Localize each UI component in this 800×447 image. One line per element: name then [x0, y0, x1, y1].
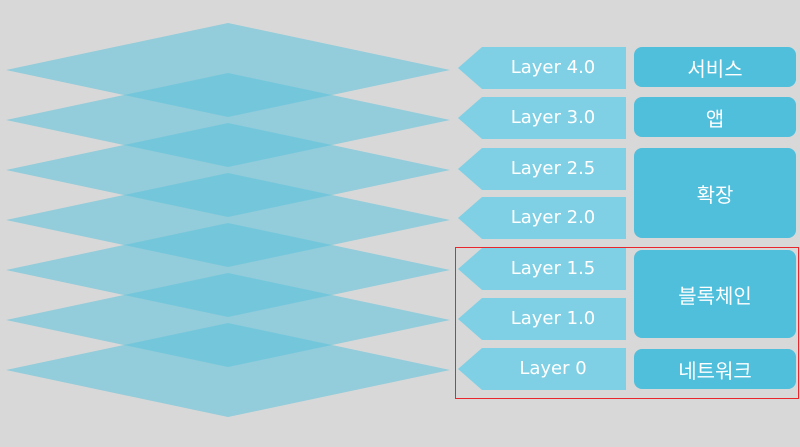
- layer-label: Layer 3.0: [510, 107, 596, 128]
- highlight-frame: [455, 247, 799, 399]
- arrow-shape: [458, 97, 626, 139]
- layer-label: Layer 2.5: [510, 158, 596, 179]
- group-label: 확장: [696, 182, 734, 207]
- layer-plane: [6, 123, 450, 217]
- group-box-service: 서비스: [634, 47, 796, 87]
- layer-tag-2-0: Layer 2.0: [458, 197, 626, 239]
- arrow-shape: [458, 298, 626, 340]
- group-label: 앱: [705, 106, 725, 131]
- group-label: 블록체인: [678, 283, 752, 308]
- group-label: 네트워크: [678, 358, 752, 383]
- layer-label: Layer 2.0: [510, 207, 596, 228]
- group-box-network: 네트워크: [634, 349, 796, 389]
- layer-tag-1-5: Layer 1.5: [458, 248, 626, 290]
- layer-tag-3-0: Layer 3.0: [458, 97, 626, 139]
- arrow-shape: [458, 197, 626, 239]
- layer-plane: [6, 173, 450, 267]
- group-label: 서비스: [687, 56, 743, 81]
- arrow-shape: [458, 348, 626, 390]
- layer-label: Layer 1.0: [510, 308, 596, 329]
- group-box-extension: 확장: [634, 148, 796, 238]
- layer-label: Layer 4.0: [510, 57, 596, 78]
- layer-label: Layer 1.5: [510, 258, 596, 279]
- layer-plane: [6, 323, 450, 417]
- arrow-shape: [458, 47, 626, 89]
- group-box-app: 앱: [634, 97, 796, 137]
- layer-plane: [6, 223, 450, 317]
- layer-label: Layer 0: [519, 358, 587, 379]
- group-box-blockchain: 블록체인: [634, 250, 796, 338]
- layer-tag-1-0: Layer 1.0: [458, 298, 626, 340]
- layer-plane: [6, 273, 450, 367]
- arrow-shape: [458, 148, 626, 190]
- stacked-planes-illustration: [6, 23, 450, 417]
- layer-tag-2-5: Layer 2.5: [458, 148, 626, 190]
- arrow-shape: [458, 248, 626, 290]
- layer-tag-0: Layer 0: [458, 348, 626, 390]
- layer-plane: [6, 23, 450, 117]
- layer-plane: [6, 73, 450, 167]
- layer-tag-4-0: Layer 4.0: [458, 47, 626, 89]
